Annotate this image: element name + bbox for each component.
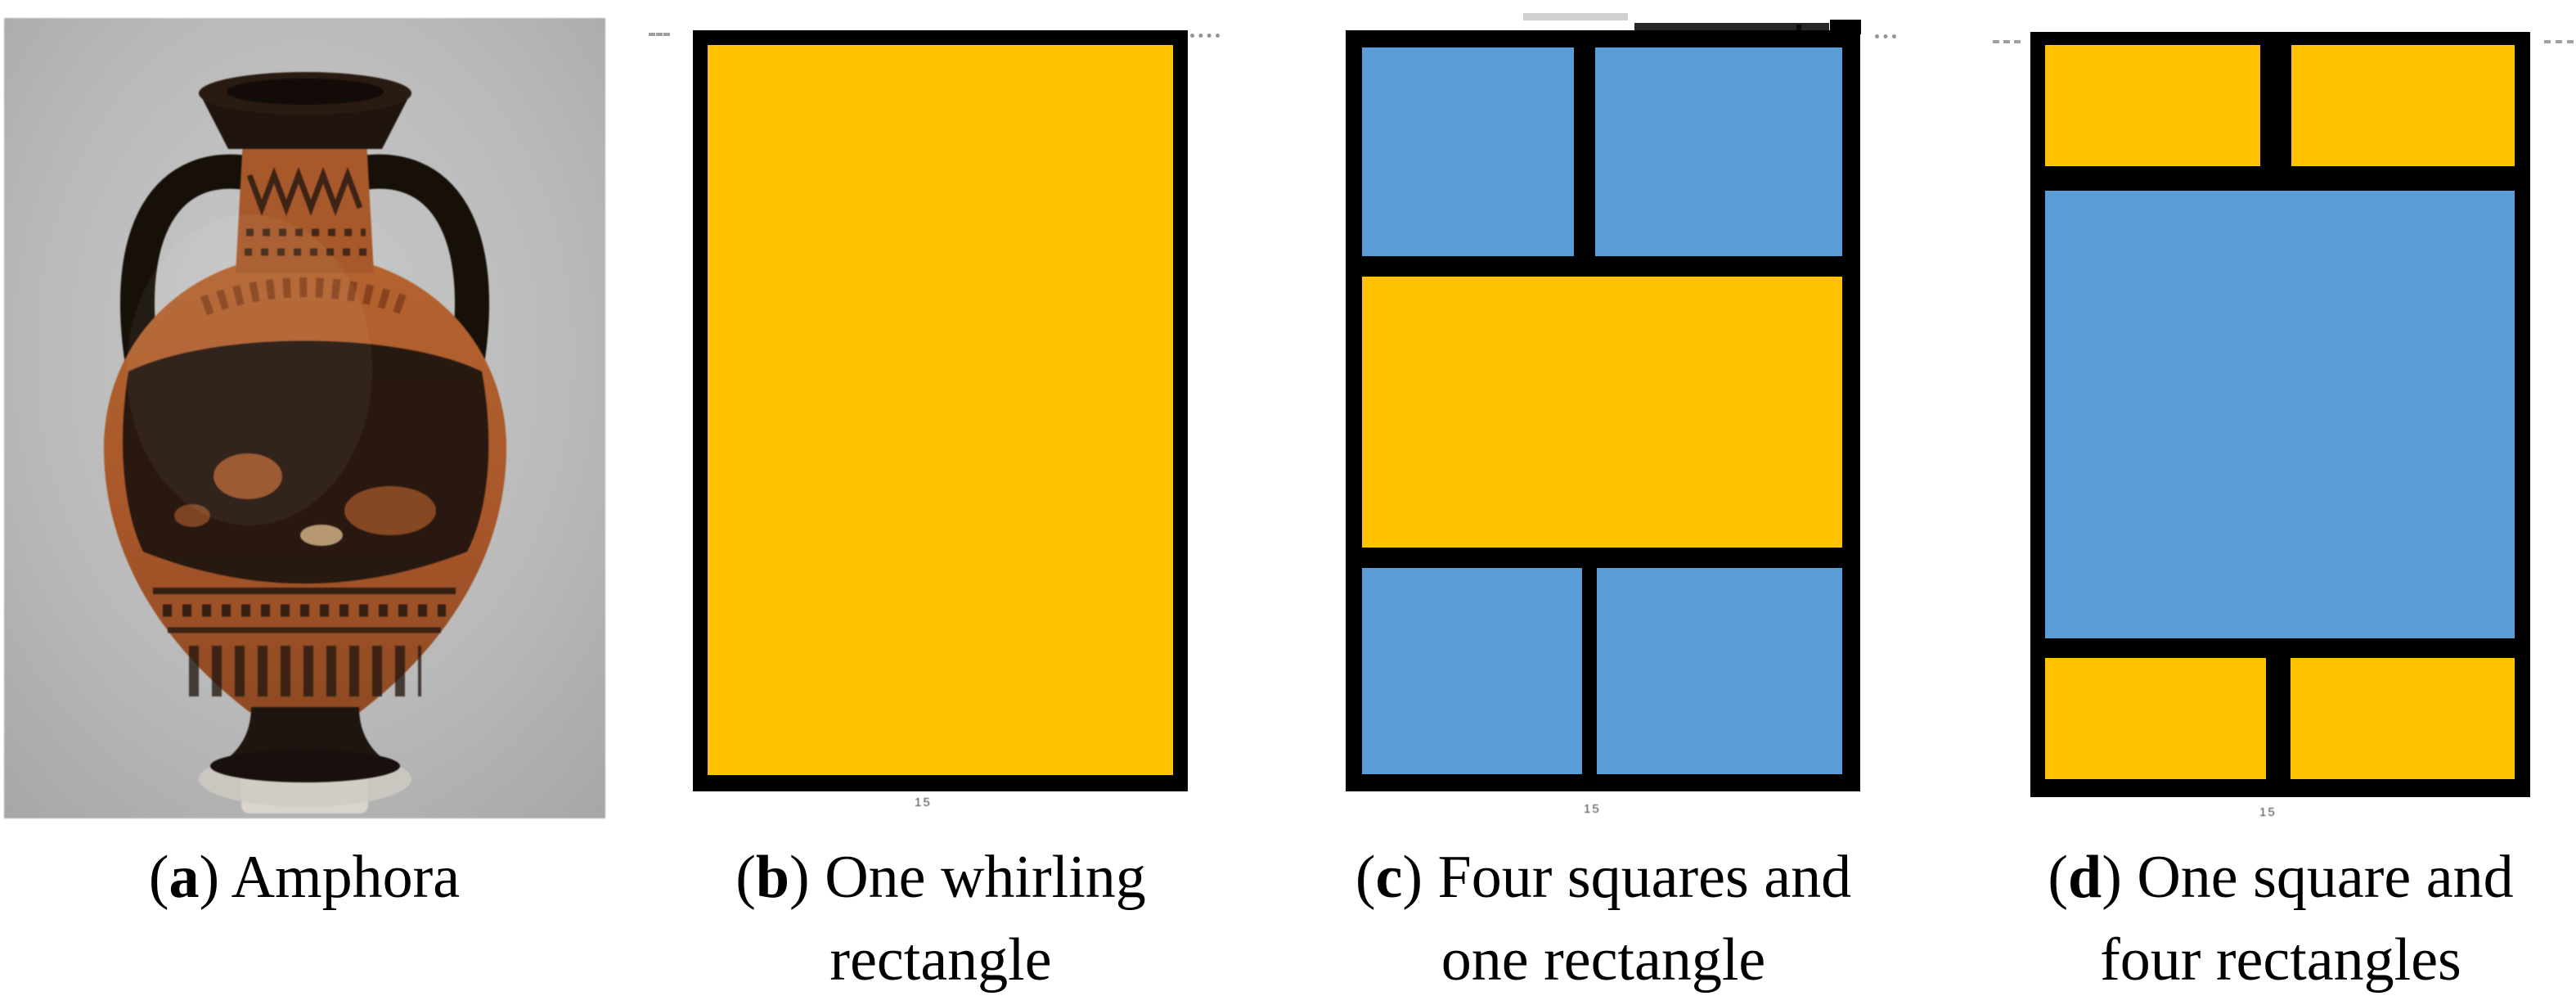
gold-rectangle-large [708,45,1173,775]
panel-d [2030,32,2530,797]
caption-d: (d) One square and four rectangles [1994,836,2567,1002]
scan-artifact-smudge [1796,25,1801,38]
amphora-illustration [4,18,605,818]
scan-artifact-dots [1190,34,1220,38]
blue-square-middle [2045,191,2515,638]
caption-c-line1: (c) Four squares and [1355,844,1852,911]
scan-artifact-dashes [1993,40,2021,43]
scan-artifact-smudge [1523,13,1628,20]
panel-c [1346,30,1860,791]
blue-square-bottom-right [1597,568,1842,774]
caption-a-line1: (a) Amphora [148,844,461,911]
caption-a: (a) Amphora [18,836,591,919]
gold-rectangle-top-right [2291,45,2515,166]
caption-b: (b) One whirling rectangle [654,836,1227,1002]
caption-c: (c) Four squares and one rectangle [1317,836,1890,1002]
scan-artifact-label: 15 [2259,805,2277,819]
caption-c-line2: one rectangle [1441,926,1766,994]
blue-square-bottom-left [1362,568,1582,774]
gold-rectangle-bottom-left [2045,658,2266,779]
gold-rectangle-bottom-right [2291,658,2515,779]
gold-rectangle-middle [1362,277,1842,548]
scan-artifact-label: 15 [1584,802,1601,816]
scan-artifact-smudge [1830,20,1861,34]
caption-d-line2: four rectangles [2100,926,2461,994]
scan-artifact-dots [1875,34,1896,38]
scan-artifact-dashes [2544,40,2574,43]
panel-a-photo [4,18,605,818]
blue-square-top-left [1362,47,1574,256]
scan-artifact-label: 15 [915,795,932,809]
caption-b-line1: (b) One whirling [735,844,1146,911]
blue-square-top-right [1595,47,1842,256]
caption-d-line1: (d) One square and [2048,844,2514,911]
panel-b [693,30,1188,791]
scan-artifact-dashes [649,33,670,36]
caption-b-line2: rectangle [829,926,1052,994]
gold-rectangle-top-left [2045,45,2260,166]
scan-artifact-smudge [1634,23,1829,34]
